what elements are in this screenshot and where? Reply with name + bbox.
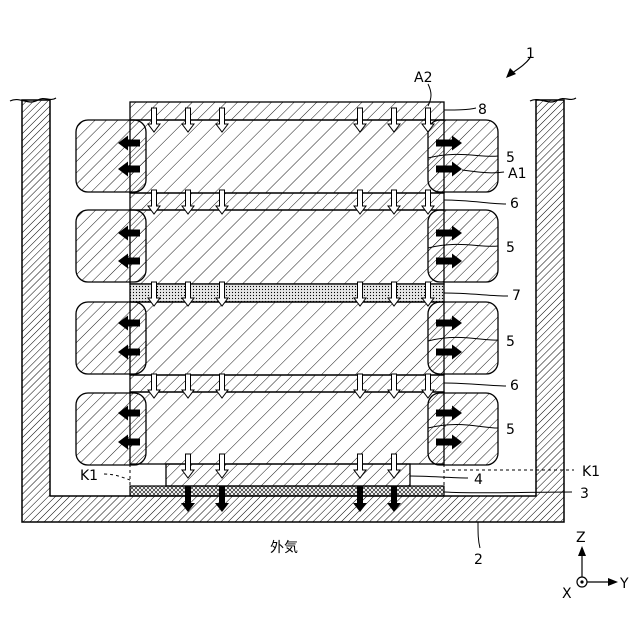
- label-base-layer: 3: [580, 486, 589, 502]
- label-middle-plate: 7: [512, 288, 521, 304]
- leader-4: [410, 476, 468, 478]
- leader-2: [478, 522, 480, 548]
- label-k1-left: K1: [80, 468, 98, 484]
- cell-2: [130, 210, 444, 284]
- leader-6-1: [444, 200, 506, 204]
- axis-y-head: [608, 578, 618, 586]
- leader-8: [444, 108, 476, 110]
- label-cell-1: 5: [506, 150, 515, 166]
- axis-z-head: [578, 546, 586, 556]
- label-a2: A2: [414, 70, 432, 86]
- label-container: 2: [474, 552, 483, 568]
- label-outside-air: 外気: [270, 540, 298, 556]
- label-device: 1: [526, 46, 535, 62]
- label-separator-1: 6: [510, 196, 519, 212]
- axis-x-dot: [580, 580, 583, 583]
- label-cell-4: 5: [506, 422, 515, 438]
- leader-7: [444, 293, 508, 296]
- label-cell-3: 5: [506, 334, 515, 350]
- label-axis-x: X: [562, 586, 572, 602]
- leader-6-2: [444, 383, 506, 386]
- label-axis-y: Y: [619, 576, 629, 592]
- label-k1-right: K1: [582, 464, 600, 480]
- label-cell-2: 5: [506, 240, 515, 256]
- device-pointer-head: [506, 68, 516, 78]
- label-a1: A1: [508, 166, 526, 182]
- label-separator-2: 6: [510, 378, 519, 394]
- label-bottom-plate: 4: [474, 472, 483, 488]
- axis-indicator: Z X Y: [562, 530, 629, 602]
- leader-k1-left: [104, 474, 130, 480]
- cell-3: [130, 302, 444, 375]
- label-axis-z: Z: [576, 530, 586, 546]
- bottom-plate: [166, 464, 410, 486]
- cell-1: [130, 120, 444, 193]
- label-top-plate: 8: [478, 102, 487, 118]
- cell-4: [130, 392, 444, 464]
